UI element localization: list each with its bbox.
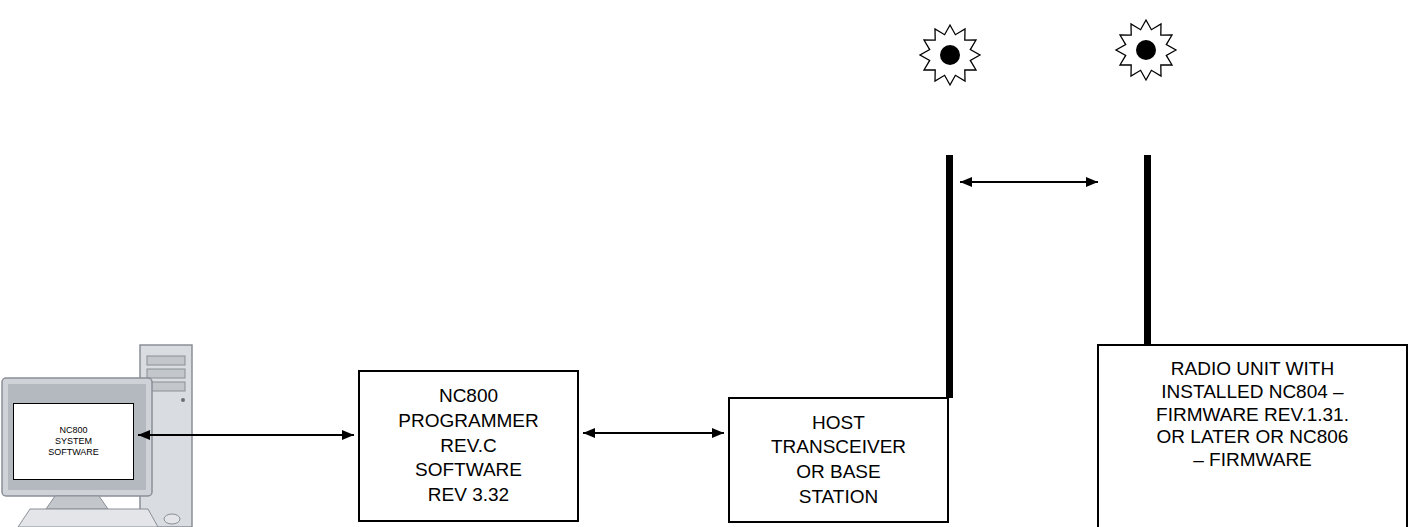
process-box: HOST TRANSCEIVER OR BASE STATION	[728, 397, 949, 523]
box-label: HOST TRANSCEIVER OR BASE STATION	[764, 411, 914, 510]
radio-link-arrow	[960, 181, 1098, 183]
antenna-mast	[1144, 155, 1151, 345]
mouse	[164, 514, 180, 524]
box-label: NC800 SYSTEM SOFTWARE	[44, 425, 104, 457]
radio-wave-symbol	[920, 25, 980, 85]
screen-label-box: NC800 SYSTEM SOFTWARE	[13, 403, 134, 480]
box-label: RADIO UNIT WITH INSTALLED NC804 – FIRMWA…	[1153, 358, 1353, 472]
process-box: NC800 PROGRAMMER REV.C SOFTWARE REV 3.32	[358, 370, 579, 522]
connector-arrow	[138, 434, 354, 436]
radio-wave-symbol	[1116, 20, 1176, 80]
computer-monitor	[2, 378, 152, 509]
connector-arrow	[583, 432, 724, 434]
process-box: RADIO UNIT WITH INSTALLED NC804 – FIRMWA…	[1097, 344, 1408, 527]
keyboard	[18, 509, 158, 527]
antenna-mast	[946, 155, 953, 398]
box-label: NC800 PROGRAMMER REV.C SOFTWARE REV 3.32	[394, 384, 544, 507]
